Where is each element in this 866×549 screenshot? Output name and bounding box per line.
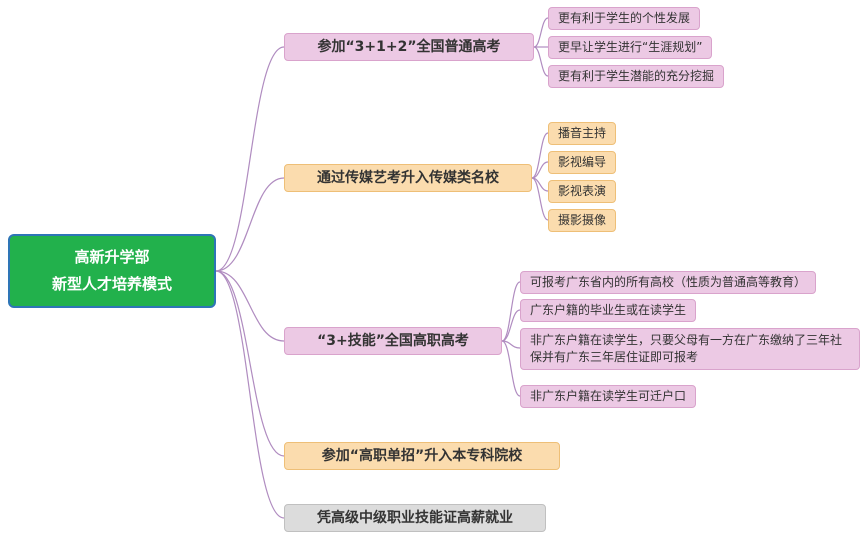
child-node[interactable]: 摄影摄像 <box>548 209 617 232</box>
branch-node-gaokao-312[interactable]: 参加“3+1+2”全国普通高考 <box>284 33 534 61</box>
connector-line <box>531 161 549 179</box>
child-node[interactable]: 可报考广东省内的所有高校（性质为普通高等教育） <box>520 271 817 294</box>
connector-line <box>531 132 549 179</box>
child-node[interactable]: 更早让学生进行“生涯规划” <box>548 36 713 59</box>
connector-line <box>533 17 549 48</box>
connector-line <box>215 270 285 342</box>
connector-line <box>501 309 521 342</box>
connector-line <box>215 270 285 519</box>
connector-line <box>215 270 285 457</box>
branch-node-3-skills[interactable]: “3+技能”全国高职高考 <box>284 327 502 355</box>
connector-line <box>215 177 285 272</box>
child-node[interactable]: 非广东户籍在读学生可迁户口 <box>520 385 697 408</box>
root-title-line2: 新型人才培养模式 <box>51 275 172 293</box>
child-node[interactable]: 播音主持 <box>548 122 617 145</box>
connector-line <box>501 281 521 342</box>
child-node[interactable]: 更有利于学生的个性发展 <box>548 7 701 30</box>
root-node[interactable]: 高新升学部 新型人才培养模式 <box>8 234 216 308</box>
branch-node-skill-cert[interactable]: 凭高级中级职业技能证高薪就业 <box>284 504 546 532</box>
child-node[interactable]: 影视编导 <box>548 151 617 174</box>
connector-line <box>501 340 521 349</box>
child-node[interactable]: 非广东户籍在读学生，只要父母有一方在广东缴纳了三年社保并有广东三年居住证即可报考 <box>520 328 860 370</box>
connector-line <box>533 46 549 77</box>
branch-node-single-recruit[interactable]: 参加“高职单招”升入本专科院校 <box>284 442 560 470</box>
connector-line <box>501 340 521 397</box>
connector-line <box>215 46 285 272</box>
child-node[interactable]: 影视表演 <box>548 180 617 203</box>
child-node[interactable]: 广东户籍的毕业生或在读学生 <box>520 299 697 322</box>
child-node[interactable]: 更有利于学生潜能的充分挖掘 <box>548 65 725 88</box>
root-title-line1: 高新升学部 <box>74 248 150 266</box>
connector-line <box>531 177 549 192</box>
branch-node-media-art[interactable]: 通过传媒艺考升入传媒类名校 <box>284 164 532 192</box>
connector-line <box>531 177 549 221</box>
